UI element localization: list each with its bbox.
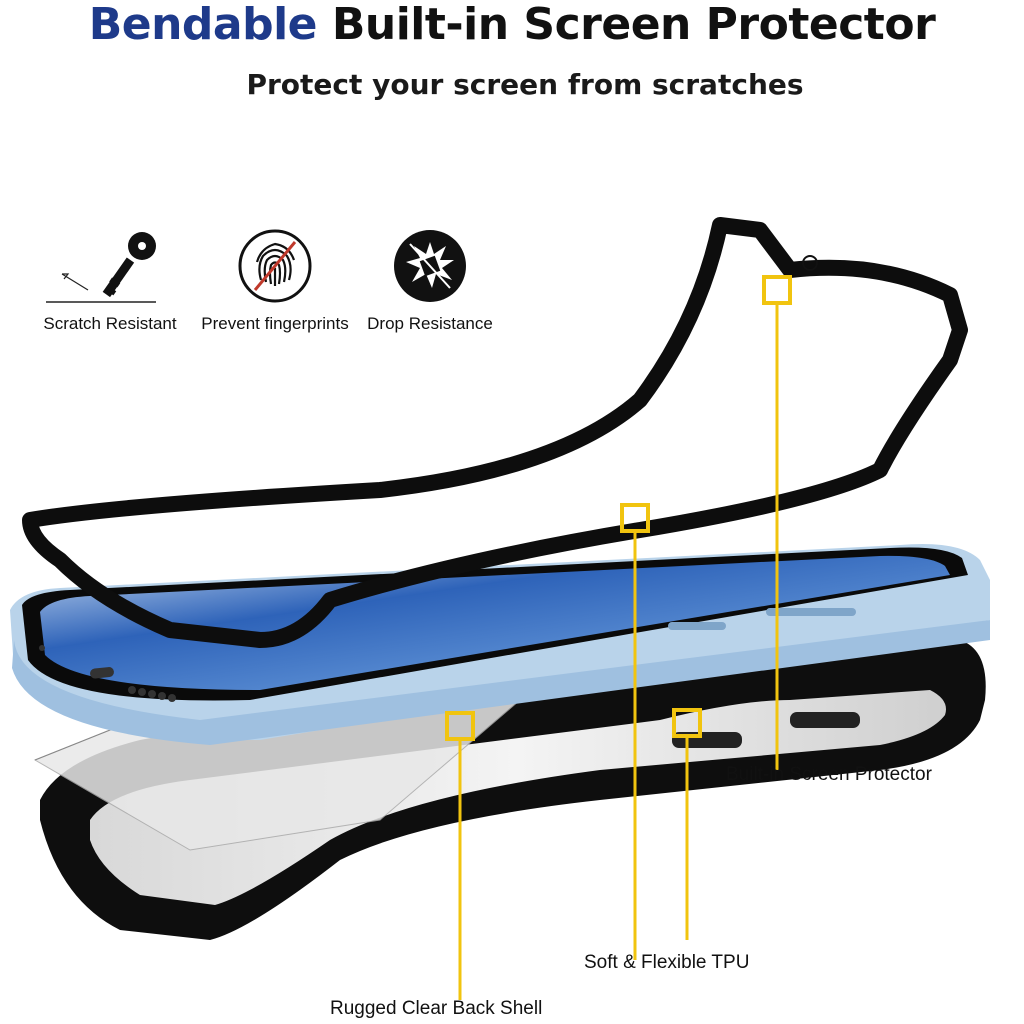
tpu-bumper <box>22 217 968 648</box>
feature-drop: Drop Resistance <box>360 228 500 334</box>
feature-scratch: Scratch Resistant <box>40 228 180 334</box>
drop-impact-icon <box>392 228 468 304</box>
phone <box>10 544 990 745</box>
headline: Bendable Built-in Screen Protector <box>0 0 1024 50</box>
no-fingerprint-icon <box>237 228 313 304</box>
callout-back-shell: Rugged Clear Back Shell <box>330 998 543 1019</box>
callout-built-in-protector: Built-in Screen Protector <box>726 764 932 785</box>
subheadline: Protect your screen from scratches <box>246 68 804 101</box>
feature-fingerprint-label: Prevent fingerprints <box>201 314 349 333</box>
feature-fingerprint: Prevent fingerprints <box>200 228 350 334</box>
key-scratch-icon <box>46 228 156 304</box>
feature-scratch-label: Scratch Resistant <box>43 314 177 333</box>
headline-accent: Bendable <box>88 0 318 50</box>
callout-tpu: Soft & Flexible TPU <box>584 952 750 973</box>
headline-rest: Built-in Screen Protector <box>317 0 936 50</box>
callout-markers <box>445 275 792 1000</box>
feature-drop-label: Drop Resistance <box>367 314 493 333</box>
